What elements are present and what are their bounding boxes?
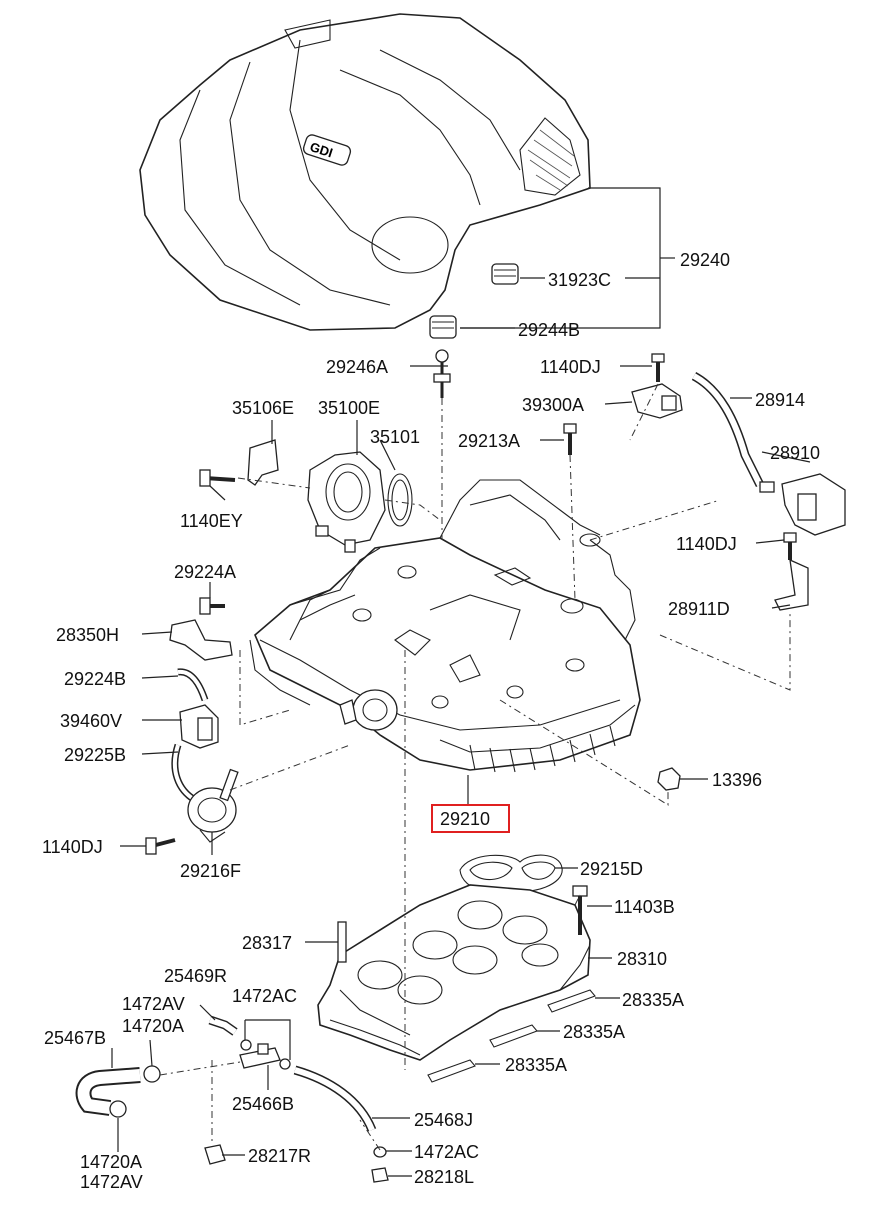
label-25467B[interactable]: 25467B: [44, 1028, 106, 1048]
bracket-35106E: [247, 439, 279, 486]
label-29213A[interactable]: 29213A: [458, 431, 520, 451]
grommet-29244B: [429, 315, 457, 339]
label-28335A-1[interactable]: 28335A: [622, 990, 684, 1010]
nut-13396: [657, 767, 681, 791]
clamp-1472AC: [240, 1039, 387, 1158]
label-31923C[interactable]: 31923C: [548, 270, 611, 290]
hose-28914: [691, 372, 765, 488]
label-29210[interactable]: 29210: [440, 809, 490, 829]
tee-25466B: [239, 1043, 281, 1069]
label-29216F[interactable]: 29216F: [180, 861, 241, 881]
label-29246A[interactable]: 29246A: [326, 357, 388, 377]
label-29225B[interactable]: 29225B: [64, 745, 126, 765]
label-1472AC-a[interactable]: 1472AC: [232, 986, 297, 1006]
hose-29224B: [177, 668, 209, 702]
label-35100E[interactable]: 35100E: [318, 398, 380, 418]
clamp-14720A-b: [109, 1100, 127, 1118]
bolt-1140DJ-left: [145, 837, 176, 855]
label-29215D[interactable]: 29215D: [580, 859, 643, 879]
label-11403B[interactable]: 11403B: [614, 897, 675, 917]
label-35106E[interactable]: 35106E: [232, 398, 294, 418]
label-28911D[interactable]: 28911D: [668, 599, 730, 619]
label-1140DJ-top[interactable]: 1140DJ: [540, 357, 601, 377]
label-29224B[interactable]: 29224B: [64, 669, 126, 689]
actuator-29216F: [187, 768, 239, 843]
leader-lines: [111, 327, 811, 1177]
gdi-badge-text: GDI: [308, 139, 335, 160]
label-35101[interactable]: 35101: [370, 427, 420, 447]
bolt-1140EY: [199, 469, 236, 487]
fitting-29224A: [199, 597, 225, 615]
label-28914[interactable]: 28914: [755, 390, 805, 410]
label-29224A[interactable]: 29224A: [174, 562, 236, 582]
solenoid-39460V: [179, 704, 219, 749]
label-1472AV-a[interactable]: 1472AV: [122, 994, 185, 1014]
label-28910[interactable]: 28910: [770, 443, 820, 463]
label-28218L[interactable]: 28218L: [414, 1167, 474, 1187]
label-28335A-2[interactable]: 28335A: [563, 1022, 625, 1042]
label-13396[interactable]: 13396: [712, 770, 762, 790]
bolt-29213A: [563, 423, 577, 455]
bolt-11403B: [572, 885, 588, 935]
grommet-31923C: [491, 263, 519, 285]
hose-25467B: [75, 1067, 141, 1116]
gasket-35101: [387, 473, 413, 527]
gasket-28335A-3: [427, 1059, 476, 1083]
manifold-actuator-motor: [339, 689, 398, 731]
clamp-14720A-a: [143, 1065, 161, 1083]
label-14720A-a[interactable]: 14720A: [122, 1016, 184, 1036]
hose-25468J: [293, 1065, 377, 1132]
label-1472AC-b[interactable]: 1472AC: [414, 1142, 479, 1162]
label-28317[interactable]: 28317: [242, 933, 292, 953]
connector-28350H: [169, 619, 233, 661]
label-1472AV-b[interactable]: 1472AV: [80, 1172, 143, 1192]
label-28350H[interactable]: 28350H: [56, 625, 119, 645]
highlight-box: [431, 804, 510, 833]
fitting-28217R: [204, 1144, 226, 1165]
gasket-28335A-1: [547, 989, 596, 1013]
bolt-1140DJ-right: [783, 532, 797, 560]
upper-intake-manifold: [249, 479, 641, 773]
bolt-1140DJ-top: [651, 353, 665, 382]
gasket-28335A-2: [489, 1024, 538, 1048]
engine-cover: GDI: [139, 13, 591, 331]
label-28335A-3[interactable]: 28335A: [505, 1055, 567, 1075]
gdi-badge: GDI: [302, 134, 352, 166]
label-29240[interactable]: 29240: [680, 250, 730, 270]
part-labels: 29240 31923C 29244B 29246A 1140DJ 39300A…: [42, 250, 820, 1192]
sensor-39300A: [631, 383, 683, 419]
label-39300A[interactable]: 39300A: [522, 395, 584, 415]
stud-28317: [337, 921, 347, 963]
hose-29225B: [171, 743, 197, 804]
label-25466B[interactable]: 25466B: [232, 1094, 294, 1114]
label-25469R[interactable]: 25469R: [164, 966, 227, 986]
label-1140EY[interactable]: 1140EY: [180, 511, 243, 531]
bracket-28911D: [774, 558, 809, 611]
label-25468J[interactable]: 25468J: [414, 1110, 473, 1130]
label-1140DJ-right[interactable]: 1140DJ: [676, 534, 737, 554]
label-28217R[interactable]: 28217R: [248, 1146, 311, 1166]
fitting-28218L: [371, 1167, 389, 1183]
label-1140DJ-left[interactable]: 1140DJ: [42, 837, 103, 857]
label-28310[interactable]: 28310: [617, 949, 667, 969]
reference-lines: [159, 383, 791, 1151]
lower-intake-manifold: [317, 884, 591, 1061]
stud-29246A: [433, 349, 451, 398]
throttle-body: [307, 451, 386, 553]
label-14720A-b[interactable]: 14720A: [80, 1152, 142, 1172]
label-29244B[interactable]: 29244B: [518, 320, 580, 340]
hose-25469R: [208, 1015, 238, 1036]
purge-valve-28910: [759, 473, 846, 536]
label-39460V[interactable]: 39460V: [60, 711, 122, 731]
highlighted-part-29210[interactable]: 29210: [431, 804, 510, 833]
